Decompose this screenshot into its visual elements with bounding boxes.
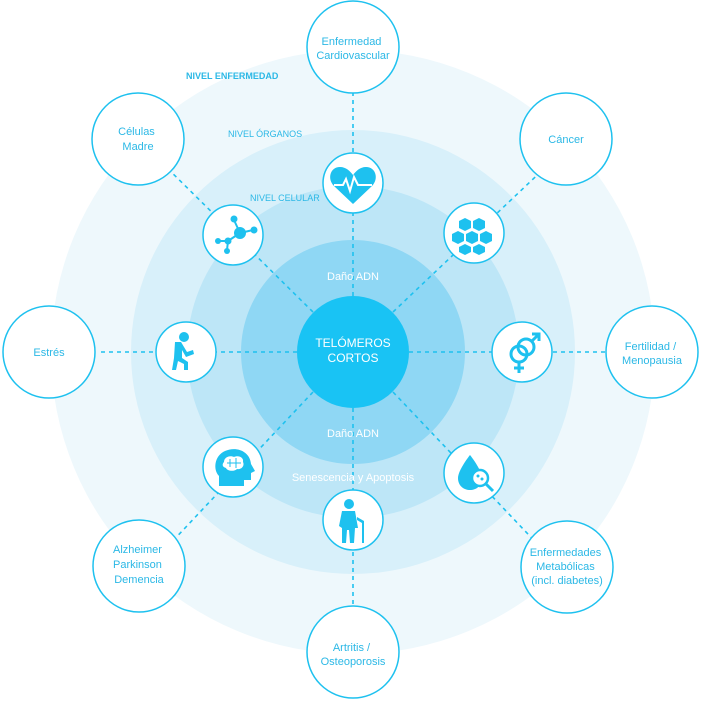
- outer-label-metabolic-3: (incl. diabetes): [531, 575, 603, 587]
- outer-label-alzheimer-1: Alzheimer: [113, 544, 162, 556]
- outer-label-fertility-2: Menopausia: [622, 355, 683, 367]
- svg-text:Cáncer: Cáncer: [548, 134, 584, 146]
- blood-drop-magnifier-icon: [458, 455, 495, 493]
- outer-node-stem: Células Madre: [91, 92, 185, 186]
- svg-text:Fertilidad / Menopausia: Fertilidad / Menopausia: [622, 341, 683, 367]
- dna-damage-label-bottom: Daño ADN: [327, 428, 379, 440]
- core-title-line2: CORTOS: [328, 351, 379, 365]
- brain-head-icon: [215, 449, 255, 486]
- outer-label-cardio-2: Cardiovascular: [316, 50, 390, 62]
- level-label-disease: NIVEL ENFERMEDAD: [186, 71, 279, 81]
- hexagon-cells-icon: [452, 218, 492, 255]
- outer-node-stress: Estrés: [2, 305, 96, 399]
- outer-label-alzheimer-3: Demencia: [114, 574, 164, 586]
- icon-node-arthritis: [322, 489, 384, 551]
- svg-text:Enfermedades Metabólicas: Enfermedades Metabólicas (incl. diabetes…: [530, 547, 605, 587]
- level-label-organs: NIVEL ÓRGANOS: [228, 129, 302, 139]
- svg-text:Alzheimer Parkinson: Alzheimer Parkinson Demencia: [113, 544, 165, 586]
- dna-damage-label-top: Daño ADN: [327, 271, 379, 283]
- icon-node-stem: [202, 204, 264, 266]
- outer-node-cancer: Cáncer: [519, 92, 613, 186]
- outer-label-arthritis-2: Osteoporosis: [321, 656, 386, 668]
- svg-text:Células Madre: Células Madre: [118, 126, 158, 153]
- molecule-icon: [215, 215, 258, 254]
- elderly-cane-icon: [339, 499, 364, 543]
- heart-pulse-icon: [330, 167, 376, 204]
- svg-text:Artritis / Osteoporosis: Artritis / Osteoporosis: [321, 642, 386, 668]
- icon-node-fertility: [491, 321, 553, 383]
- core-title-line1: TELÓMEROS: [315, 335, 390, 350]
- outer-label-cancer-1: Cáncer: [548, 134, 584, 146]
- icon-node-cardio: [322, 152, 384, 214]
- outer-label-metabolic-1: Enfermedades: [530, 547, 602, 559]
- svg-text:Enfermedad Cardiovascula: Enfermedad Cardiovascular: [316, 36, 390, 62]
- outer-label-stem-1: Células: [118, 126, 155, 138]
- outer-label-stem-2: Madre: [122, 141, 153, 153]
- senescence-label: Senescencia y Apoptosis: [292, 472, 415, 484]
- level-label-cellular: NIVEL CELULAR: [250, 193, 320, 203]
- svg-text:Estrés: Estrés: [33, 347, 65, 359]
- outer-node-fertility: Fertilidad / Menopausia: [605, 305, 699, 399]
- icon-node-metabolic: [443, 442, 505, 504]
- outer-label-fertility-1: Fertilidad /: [625, 341, 677, 353]
- core-circle: [297, 296, 409, 408]
- icon-node-stress: [155, 321, 217, 383]
- outer-label-cardio-1: Enfermedad: [322, 36, 382, 48]
- outer-node-cardio: Enfermedad Cardiovascular: [306, 0, 400, 94]
- stressed-person-icon: [172, 332, 194, 370]
- icon-node-cancer: [443, 202, 505, 264]
- gender-symbols-icon: [509, 332, 541, 373]
- outer-label-metabolic-2: Metabólicas: [536, 561, 595, 573]
- outer-node-arthritis: Artritis / Osteoporosis: [306, 605, 400, 699]
- outer-label-arthritis-1: Artritis /: [333, 642, 371, 654]
- outer-node-alzheimer: Alzheimer Parkinson Demencia: [92, 519, 186, 613]
- outer-node-metabolic: Enfermedades Metabólicas (incl. diabetes…: [520, 520, 614, 614]
- outer-label-stress-1: Estrés: [33, 347, 65, 359]
- outer-label-alzheimer-2: Parkinson: [113, 559, 162, 571]
- icon-node-alzheimer: [202, 436, 264, 498]
